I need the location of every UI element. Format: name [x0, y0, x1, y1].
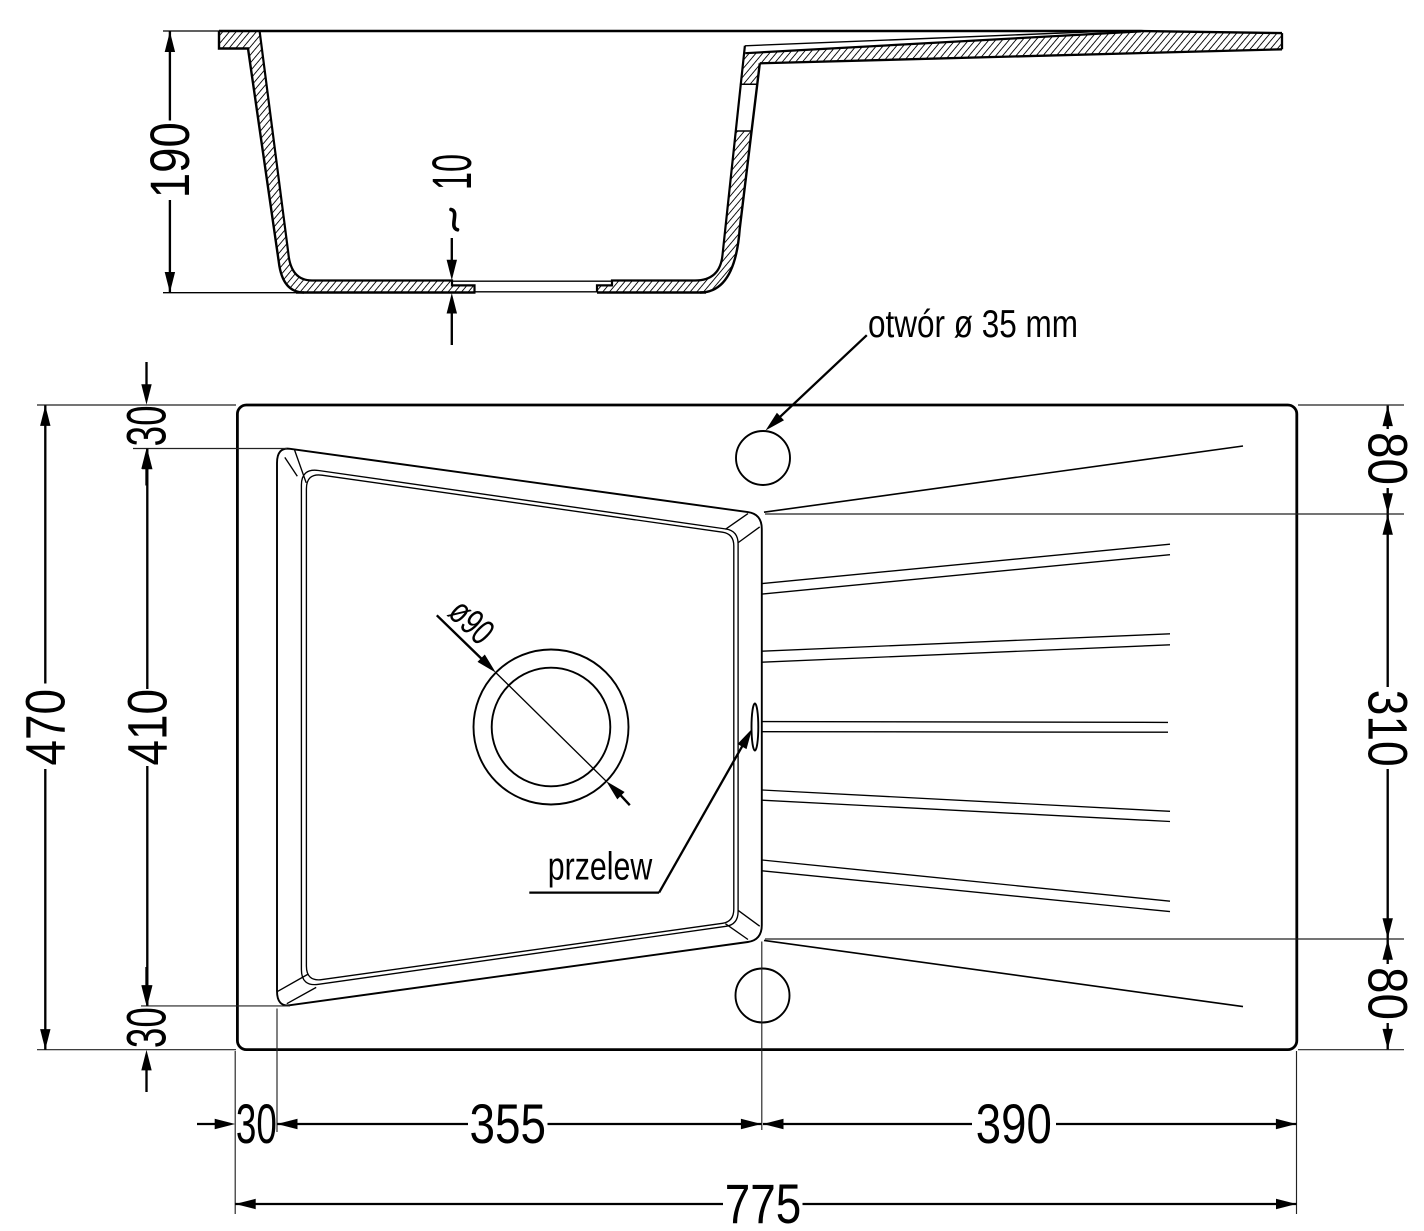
svg-text:30: 30	[236, 1092, 277, 1155]
svg-text:80: 80	[1356, 967, 1419, 1020]
svg-text:przelew: przelew	[548, 845, 653, 888]
svg-text:30: 30	[115, 405, 178, 446]
svg-text:10: 10	[420, 154, 483, 190]
svg-text:310: 310	[1356, 690, 1419, 767]
svg-text:390: 390	[976, 1092, 1052, 1155]
svg-text:otwór ø 35 mm: otwór ø 35 mm	[868, 303, 1078, 346]
svg-text:470: 470	[14, 689, 77, 766]
svg-text:30: 30	[115, 1007, 178, 1048]
svg-text:355: 355	[470, 1092, 547, 1155]
svg-text:410: 410	[116, 689, 179, 766]
svg-text:190: 190	[138, 122, 201, 198]
svg-text:80: 80	[1356, 432, 1419, 485]
svg-text:775: 775	[725, 1172, 802, 1231]
